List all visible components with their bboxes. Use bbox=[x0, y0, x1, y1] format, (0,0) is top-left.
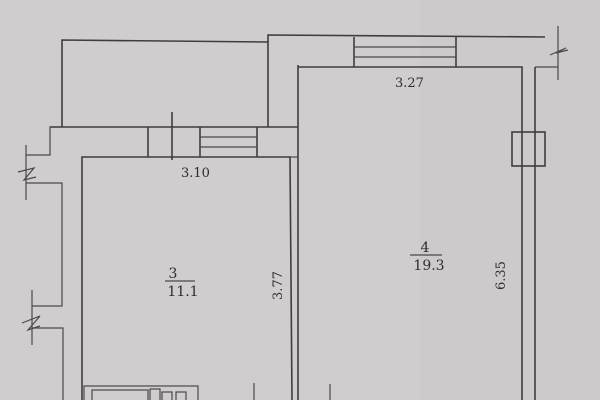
right-break bbox=[549, 26, 569, 80]
window-top-room-4 bbox=[353, 37, 457, 67]
dimension-room3-height: 3.77 bbox=[271, 271, 286, 300]
break-mark-icon bbox=[549, 47, 569, 56]
dimension-room4-height: 6.35 bbox=[494, 261, 509, 290]
window-top-corridor bbox=[147, 112, 258, 160]
break-mark-icon bbox=[17, 166, 37, 182]
room-4-outline bbox=[298, 66, 558, 400]
dimension-room4-width: 3.27 bbox=[395, 76, 424, 91]
dimension-room3-width: 3.10 bbox=[181, 166, 210, 181]
room-3-area: 11.1 bbox=[167, 284, 198, 300]
room-3-number: 3 bbox=[169, 266, 178, 282]
left-outer-wall bbox=[17, 126, 64, 400]
room-4-number: 4 bbox=[421, 240, 430, 256]
ventilation-shaft bbox=[511, 131, 546, 167]
middle-wall bbox=[267, 34, 546, 157]
loggia-outline bbox=[50, 39, 269, 128]
room-3-outline bbox=[81, 156, 299, 400]
paper-shadow bbox=[420, 0, 600, 400]
room-4-area: 19.3 bbox=[413, 258, 444, 274]
bottom-fixtures bbox=[83, 383, 331, 400]
